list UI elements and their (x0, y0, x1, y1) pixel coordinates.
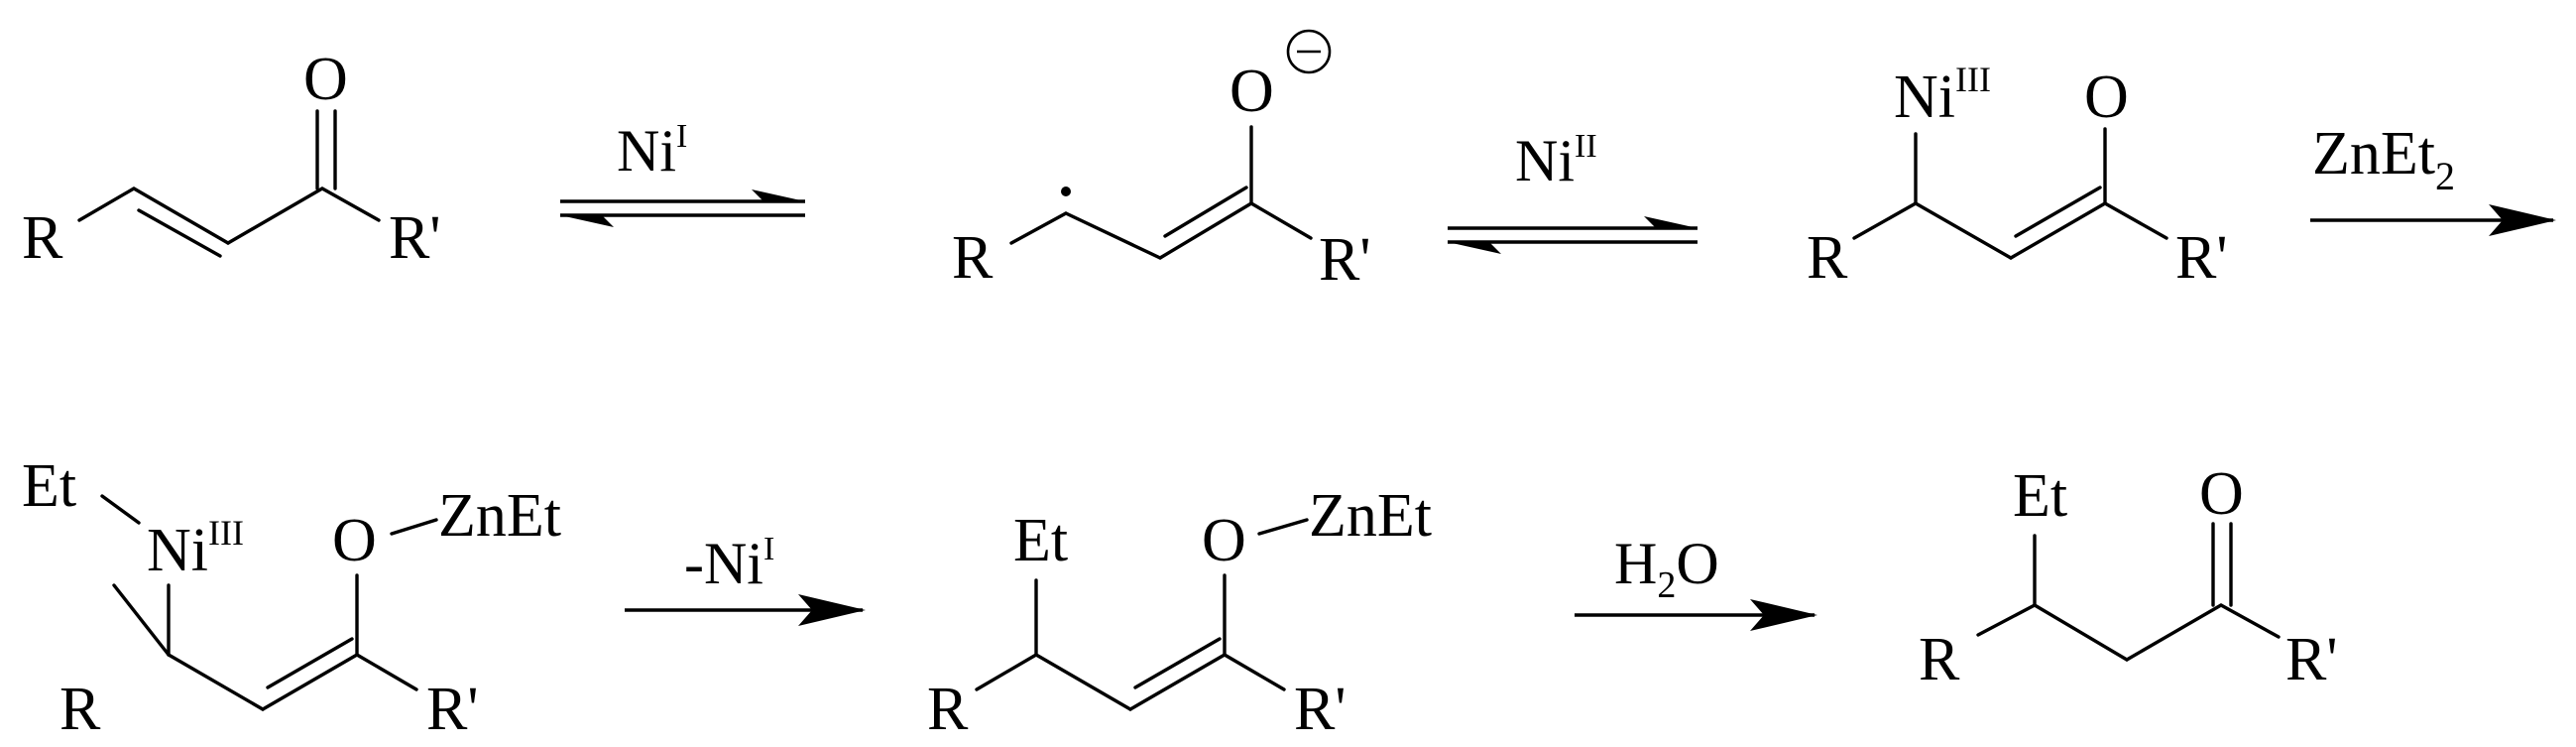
bond (2125, 603, 2223, 662)
atom-et: Et (2013, 462, 2067, 530)
group-znet: ZnEt (438, 482, 561, 550)
atom-et: Et (1013, 507, 1068, 574)
double-bond-inner (266, 637, 354, 689)
atom-r: R (59, 676, 101, 743)
atom-ni: NiIII (1894, 60, 1991, 131)
bond (1852, 201, 1918, 240)
arrow-forward-head (1644, 216, 1698, 228)
atom-r-prime: R' (389, 204, 441, 272)
compound-nickel-alkyl: R NiIII O R' (1807, 60, 2228, 292)
bond (320, 187, 381, 222)
equilibrium-arrow-1: NiI (560, 118, 805, 227)
atom-r-prime: R' (1294, 676, 1347, 743)
bond (2219, 603, 2281, 639)
atom-o: O (1229, 58, 1274, 125)
bond (226, 187, 324, 245)
bond (112, 583, 171, 657)
bond (1976, 603, 2037, 637)
arrow-back-head (560, 215, 614, 227)
compound-enone: R O R' (22, 46, 441, 272)
atom-r-prime: R' (2175, 224, 2228, 292)
reagent-water: H2O (1614, 531, 1719, 606)
atom-o: O (2199, 460, 2244, 528)
atom-o: O (1202, 507, 1246, 574)
equilibrium-arrow-2: NiII (1448, 128, 1698, 254)
group-znet: ZnEt (1309, 482, 1432, 550)
atom-o: O (303, 46, 348, 113)
bond (132, 187, 230, 245)
reaction-arrow-5: H2O (1575, 531, 1817, 631)
bond (1158, 201, 1253, 260)
bond (167, 653, 265, 711)
bond (1009, 211, 1068, 245)
atom-r-prime: R' (426, 676, 479, 743)
atom-et: Et (22, 452, 76, 520)
double-bond-inner (1163, 186, 1248, 238)
atom-r: R (1919, 626, 1960, 693)
atom-ni: NiIII (147, 513, 244, 584)
bond (1034, 653, 1132, 711)
atom-o: O (332, 507, 377, 574)
double-bond-inner (2014, 186, 2102, 238)
compound-radical-enolate: R O R' (952, 29, 1371, 294)
bond (1914, 201, 2013, 260)
reagent-minus-ni: -NiI (684, 531, 774, 596)
arrow-head (798, 594, 866, 626)
atom-r-prime: R' (1319, 226, 1371, 294)
atom-r: R (22, 204, 63, 272)
arrow-back-head (1448, 242, 1501, 254)
oxygen-zinc-bond (390, 518, 438, 536)
bond (77, 187, 136, 222)
radical-dot (1061, 187, 1071, 196)
arrow-head (2489, 204, 2556, 236)
atom-r: R (1807, 224, 1848, 292)
reagent-ni-1: NiI (617, 118, 687, 184)
reaction-arrow-3: ZnEt2 (2310, 120, 2556, 236)
bond (1249, 201, 1313, 240)
et-nickel-bond (100, 494, 141, 525)
bond (355, 653, 418, 691)
compound-ethyl-zinc-enolate: Et O ZnEt R R' (927, 482, 1432, 743)
arrow-head (1750, 599, 1817, 631)
arrow-forward-head (752, 189, 805, 201)
bond (261, 653, 359, 711)
bond (1064, 211, 1162, 260)
negative-charge-icon (1286, 29, 1332, 74)
atom-r-prime: R' (2285, 626, 2338, 693)
atom-r: R (952, 224, 994, 292)
reagent-ni-2: NiII (1515, 128, 1597, 193)
bond (2009, 201, 2107, 260)
bond (2103, 201, 2168, 240)
bond (2033, 603, 2129, 662)
compound-nickel-zinc-enolate: Et NiIII O ZnEt R R' (22, 452, 561, 743)
double-bond-inner (137, 208, 222, 258)
bond (1128, 653, 1227, 711)
bond (975, 653, 1038, 691)
reagent-znet2: ZnEt2 (2312, 120, 2455, 198)
atom-o: O (2084, 63, 2129, 131)
reaction-arrow-4: -NiI (625, 531, 866, 626)
bond (1223, 653, 1286, 691)
oxygen-zinc-bond (1257, 518, 1309, 536)
atom-r: R (927, 676, 969, 743)
double-bond-inner (1133, 637, 1222, 689)
compound-product-ketone: Et O R R' (1919, 460, 2338, 693)
